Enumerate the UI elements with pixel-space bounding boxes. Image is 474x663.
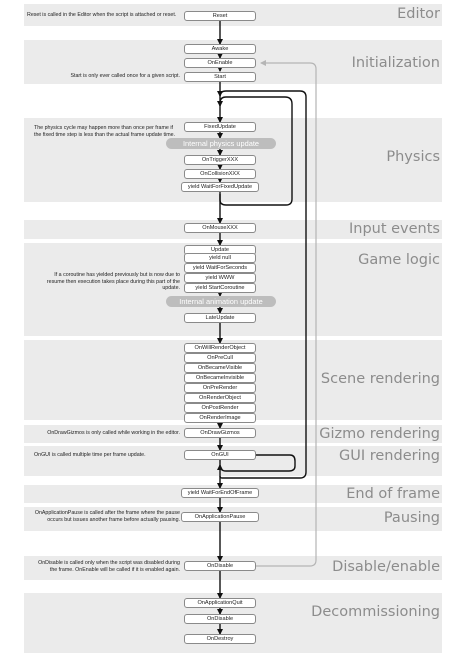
internal-animation-update: Internal animation update xyxy=(166,296,276,307)
note-disable: OnDisable is called only when the script… xyxy=(38,560,180,573)
node-oncollisionxxx: OnCollisionXXX xyxy=(184,169,256,179)
section-label-editor: Editor xyxy=(397,6,440,22)
arrow-reenable xyxy=(256,60,317,567)
section-label-disable-enable: Disable/enable xyxy=(332,559,440,575)
node-yield-www: yield WWW xyxy=(184,273,256,283)
internal-physics-update: Internal physics update xyxy=(166,138,276,149)
node-onenable: OnEnable xyxy=(184,58,256,68)
note-gui: OnGUI is called multiple time per frame … xyxy=(34,452,146,458)
node-onapplicationpause: OnApplicationPause xyxy=(181,512,259,522)
note-start: Start is only ever called once for a giv… xyxy=(70,73,180,79)
node-onwillrenderobject: OnWillRenderObject xyxy=(184,343,256,353)
node-ondestroy: OnDestroy xyxy=(184,634,256,644)
arrow-gui-loop xyxy=(217,454,296,472)
section-label-physics: Physics xyxy=(386,149,440,165)
note-pause: OnApplicationPause is called after the f… xyxy=(34,510,180,523)
section-label-game-logic: Game logic xyxy=(358,252,440,268)
section-label-input-events: Input events xyxy=(348,221,440,237)
node-lateupdate: LateUpdate xyxy=(184,313,256,323)
node-ontriggerxxx: OnTriggerXXX xyxy=(184,155,256,165)
node-onprerender: OnPreRender xyxy=(184,383,256,393)
node-ongui: OnGUI xyxy=(184,450,256,460)
arrow-frame-loop xyxy=(217,90,307,479)
section-label-end-of-frame: End of frame xyxy=(346,486,440,502)
node-fixedupdate: FixedUpdate xyxy=(184,122,256,132)
node-onprecull: OnPreCull xyxy=(184,353,256,363)
node-ondrawgizmos: OnDrawGizmos xyxy=(184,428,256,438)
section-label-pausing: Pausing xyxy=(383,510,440,526)
node-onapplicationquit: OnApplicationQuit xyxy=(184,598,256,608)
node-onpostrender: OnPostRender xyxy=(184,403,256,413)
note-gizmos: OnDrawGizmos is only called while workin… xyxy=(47,430,180,436)
node-reset: Reset xyxy=(184,11,256,21)
note-coroutine: If a coroutine has yielded previously bu… xyxy=(46,272,180,292)
section-label-decommissioning: Decommissioning xyxy=(311,604,440,620)
node-start: Start xyxy=(184,72,256,82)
node-yield-waitforseconds: yield WaitForSeconds xyxy=(184,263,256,273)
arrow-physics-loop xyxy=(217,96,293,206)
node-yield-waitforendofframe: yield WaitForEndOfFrame xyxy=(181,488,259,498)
node-awake: Awake xyxy=(184,44,256,54)
section-label-gui-rendering: GUI rendering xyxy=(339,448,440,464)
node-onmousexxx: OnMouseXXX xyxy=(184,223,256,233)
node-onbecameinvisible: OnBecameInvisible xyxy=(184,373,256,383)
node-ondisable-final: OnDisable xyxy=(184,614,256,624)
node-onrenderobject: OnRenderObject xyxy=(184,393,256,403)
node-yield-waitforfixedupdate: yield WaitForFixedUpdate xyxy=(181,182,259,192)
note-physics: The physics cycle may happen more than o… xyxy=(34,125,176,138)
node-ondisable: OnDisable xyxy=(184,561,256,571)
note-reset: Reset is called in the Editor when the s… xyxy=(27,12,177,18)
node-yield-null: yield null xyxy=(184,253,256,263)
section-label-scene-rendering: Scene rendering xyxy=(320,371,440,387)
node-onrenderimage: OnRenderImage xyxy=(184,413,256,423)
node-onbecamevisible: OnBecameVisible xyxy=(184,363,256,373)
section-label-gizmo-rendering: Gizmo rendering xyxy=(319,426,440,442)
node-yield-startcoroutine: yield StartCoroutine xyxy=(184,283,256,293)
section-label-initialization: Initialization xyxy=(351,55,440,71)
